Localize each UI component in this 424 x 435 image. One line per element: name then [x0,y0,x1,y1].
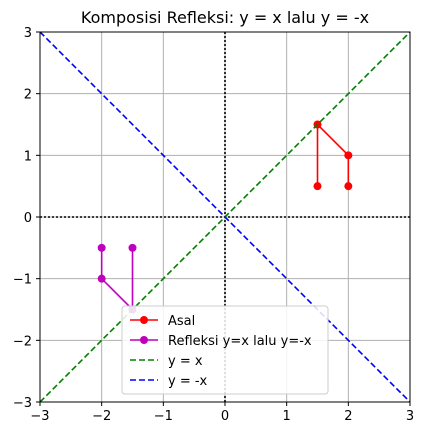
axis-ticks: −3 −2 −1 0 1 2 3 −3 −2 −1 0 1 2 3 [13,26,414,424]
x-tick-label: −3 [30,409,49,424]
series-line [100,247,134,312]
series-0 [313,120,353,191]
x-tick-label: −1 [154,409,173,424]
data-point [344,182,353,191]
legend-marker [140,316,148,324]
y-tick-label: −2 [13,334,32,349]
data-point [128,243,137,252]
x-tick-label: 0 [221,409,229,424]
data-point [97,243,106,252]
y-tick-label: 3 [24,26,32,41]
x-tick-label: 3 [406,409,414,424]
legend-label: Asal [168,314,195,329]
legend-label: y = -x [168,374,208,389]
data-point [97,274,106,283]
x-tick-label: 2 [344,409,352,424]
x-tick-label: −2 [92,409,111,424]
y-tick-label: −3 [13,396,32,411]
series-line [39,31,411,403]
data-point [313,182,322,191]
legend-label: Refleksi y=x lalu y=-x [168,334,312,349]
legend-label: y = x [168,354,203,369]
series-line [316,122,350,187]
legend-marker [140,336,148,344]
data-point [344,151,353,160]
x-tick-label: 1 [283,409,291,424]
chart-title: Komposisi Refleksi: y = x lalu y = -x [81,8,369,27]
y-tick-label: 0 [24,211,32,226]
y-tick-label: −1 [13,273,32,288]
y-tick-label: 1 [24,149,32,164]
legend-box [121,305,329,395]
y-tick-label: 2 [24,88,32,103]
series-3 [39,31,411,403]
series-layer [39,31,411,403]
